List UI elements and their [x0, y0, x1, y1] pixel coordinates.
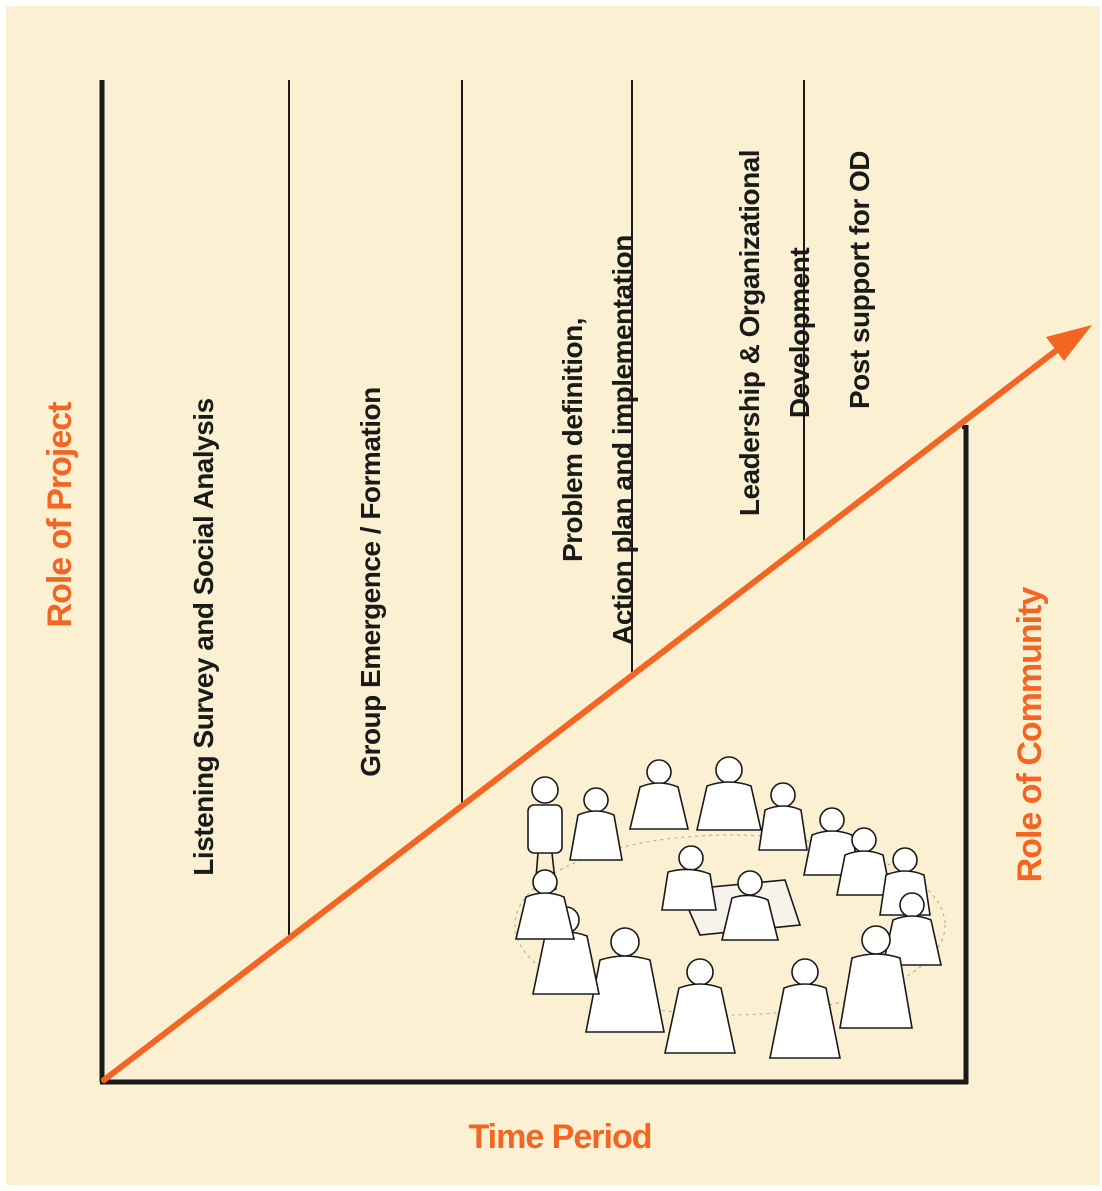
x-axis-label: Time Period: [468, 1118, 653, 1156]
arrow-head-icon: [1046, 325, 1092, 361]
community-role-arrow-line: [101, 340, 1069, 1083]
stage-label-problem-definition: Problem definition, Action plan and impl…: [548, 200, 648, 680]
stage-label-listening-survey: Listening Survey and Social Analysis: [188, 398, 219, 876]
stage-label-post-support: Post support for OD: [844, 150, 875, 410]
stage-label-leadership: Leadership & Organizational Development: [725, 93, 825, 573]
stage-label-problem-definition-line2: Action plan and implementation: [607, 235, 638, 645]
stage-label-group-emergence: Group Emergence / Formation: [355, 387, 386, 777]
y-axis-label: Role of Project: [41, 402, 79, 628]
stage-label-leadership-line2: Development: [784, 247, 815, 419]
stage-label-problem-definition-line1: Problem definition,: [557, 317, 588, 563]
community-circle-meeting-illustration: [514, 756, 946, 1059]
stage-label-leadership-line1: Leadership & Organizational: [734, 149, 765, 517]
community-axis-label: Role of Community: [1011, 587, 1049, 883]
